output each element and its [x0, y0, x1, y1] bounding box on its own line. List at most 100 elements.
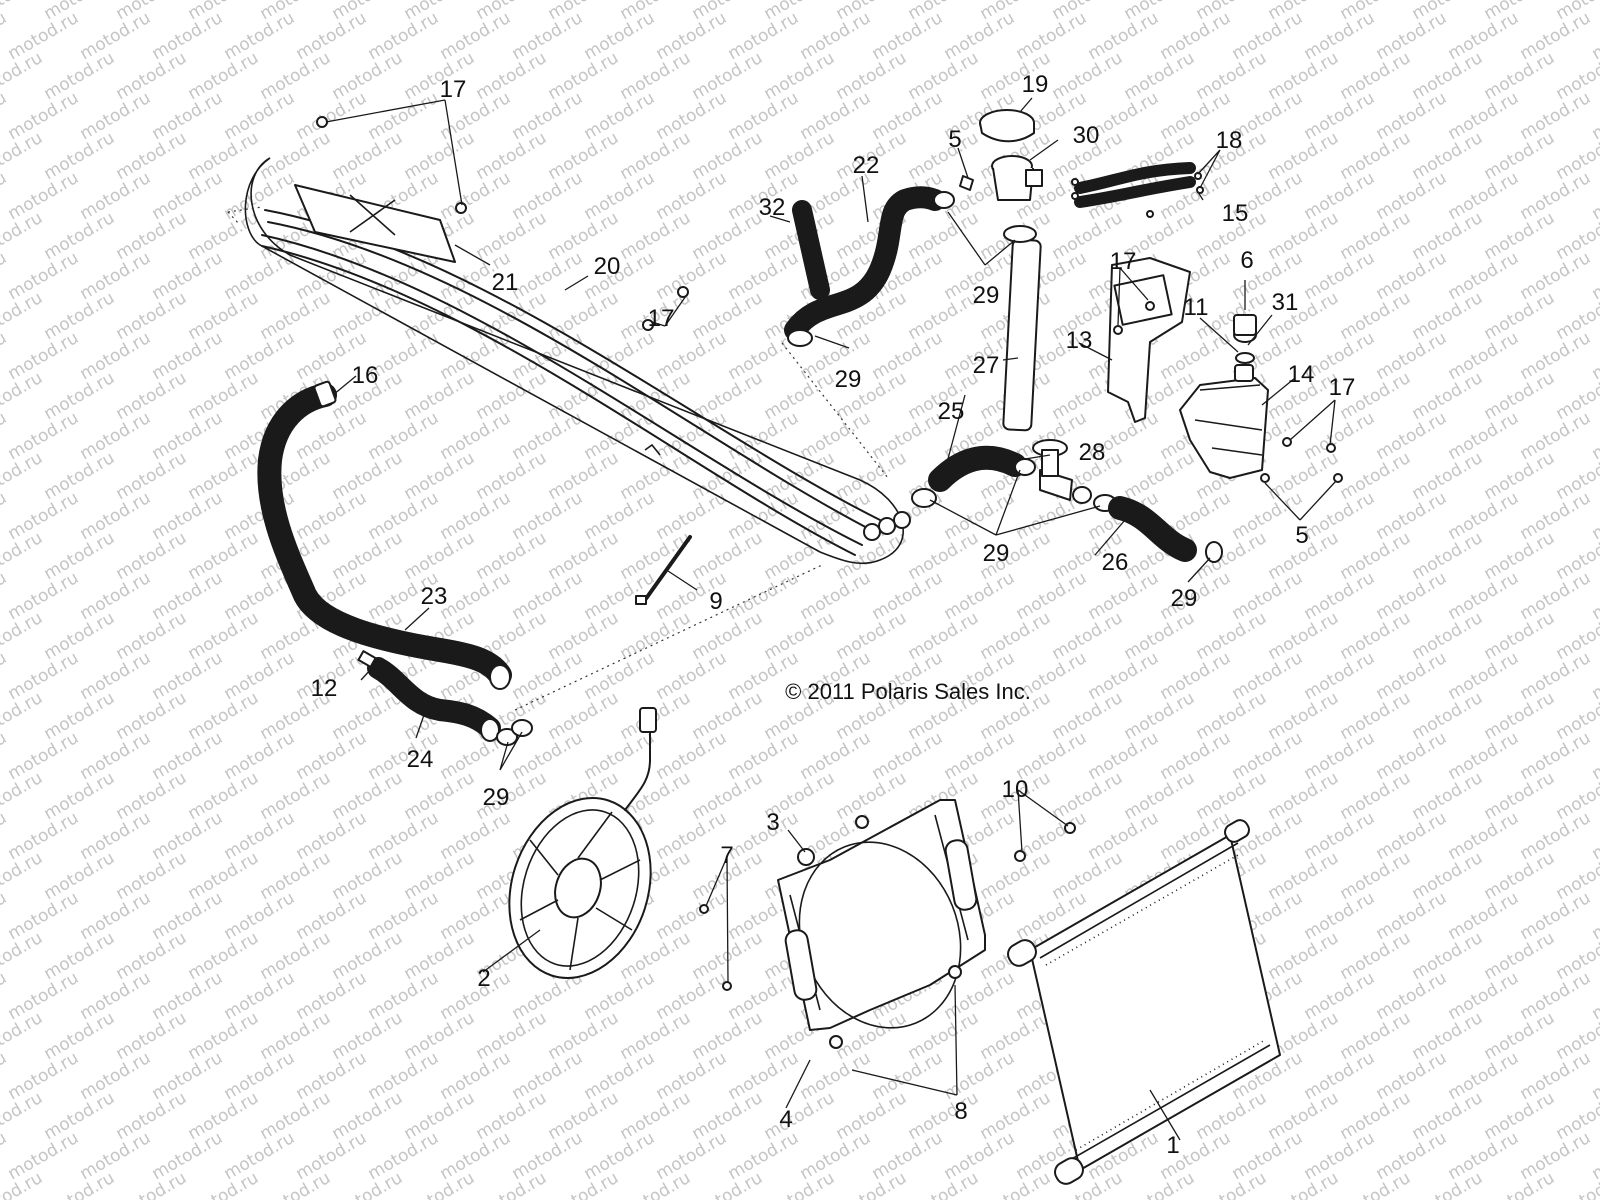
callout-17: 17: [1329, 374, 1356, 401]
watermark-text: motod.ru: [77, 248, 155, 304]
watermark-text: motod.ru: [1337, 928, 1415, 984]
watermark-text: motod.ru: [77, 88, 155, 144]
watermark-text: motod.ru: [1013, 568, 1091, 624]
watermark-text: motod.ru: [1517, 568, 1595, 624]
watermark-text: motod.ru: [5, 88, 83, 144]
watermark-text: motod.ru: [1337, 528, 1415, 584]
callout-17: 17: [648, 305, 675, 332]
watermark-text: motod.ru: [221, 808, 299, 864]
fasteners-5-17: [316, 116, 1343, 483]
watermark-text: motod.ru: [761, 528, 839, 584]
watermark-text: motod.ru: [1157, 8, 1235, 64]
watermark-text: motod.ru: [473, 448, 551, 504]
cable-tie-9: [635, 535, 692, 605]
watermark-text: motod.ru: [41, 128, 119, 184]
watermark-text: motod.ru: [0, 528, 46, 584]
watermark-text: motod.ru: [905, 128, 983, 184]
watermark-text: motod.ru: [113, 688, 191, 744]
watermark-text: motod.ru: [797, 8, 875, 64]
watermark-text: motod.ru: [1481, 608, 1559, 664]
watermark-text: motod.ru: [1337, 768, 1415, 824]
callout-13: 13: [1066, 327, 1093, 354]
watermark-text: motod.ru: [1301, 1128, 1379, 1184]
watermark-text: motod.ru: [869, 328, 947, 384]
watermark-text: motod.ru: [185, 1088, 263, 1144]
callout-5: 5: [1295, 522, 1308, 549]
watermark-text: motod.ru: [185, 688, 263, 744]
watermark-text: motod.ru: [653, 808, 731, 864]
watermark-text: motod.ru: [869, 408, 947, 464]
watermark-text: motod.ru: [5, 328, 83, 384]
hose-25-26-and-tee: [911, 439, 1223, 563]
watermark-text: motod.ru: [5, 1128, 83, 1184]
watermark-text: motod.ru: [1229, 8, 1307, 64]
watermark-text: motod.ru: [1265, 688, 1343, 744]
watermark-text: motod.ru: [1085, 8, 1163, 64]
watermark-text: motod.ru: [1517, 1128, 1595, 1184]
watermark-text: motod.ru: [1481, 688, 1559, 744]
watermark-text: motod.ru: [1481, 528, 1559, 584]
watermark-text: motod.ru: [185, 928, 263, 984]
watermark-text: motod.ru: [257, 128, 335, 184]
watermark-text: motod.ru: [1445, 1048, 1523, 1104]
watermark-text: motod.ru: [941, 1128, 1019, 1184]
watermark-text: motod.ru: [761, 1088, 839, 1144]
watermark-text: motod.ru: [761, 128, 839, 184]
watermark-text: motod.ru: [1517, 808, 1595, 864]
callout-32: 32: [759, 194, 786, 221]
watermark-text: motod.ru: [1409, 368, 1487, 424]
watermark-text: motod.ru: [113, 448, 191, 504]
watermark-text: motod.ru: [653, 1048, 731, 1104]
watermark-text: motod.ru: [149, 968, 227, 1024]
watermark-text: motod.ru: [365, 88, 443, 144]
watermark-text: motod.ru: [869, 8, 947, 64]
watermark-text: motod.ru: [725, 248, 803, 304]
watermark-text: motod.ru: [1481, 368, 1559, 424]
watermark-text: motod.ru: [1157, 648, 1235, 704]
watermark-text: motod.ru: [1409, 1088, 1487, 1144]
watermark-text: motod.ru: [77, 408, 155, 464]
watermark-text: motod.ru: [41, 688, 119, 744]
watermark-text: motod.ru: [545, 688, 623, 744]
watermark-text: motod.ru: [329, 448, 407, 504]
watermark-text: motod.ru: [257, 1008, 335, 1064]
watermark-text: motod.ru: [617, 1008, 695, 1064]
watermark-text: motod.ru: [545, 288, 623, 344]
watermark-text: motod.ru: [1409, 768, 1487, 824]
watermark-text: motod.ru: [1517, 248, 1595, 304]
watermark-text: motod.ru: [1265, 768, 1343, 824]
watermark-text: motod.ru: [221, 1128, 299, 1184]
watermark-text: motod.ru: [581, 88, 659, 144]
watermark-text: motod.ru: [1589, 8, 1600, 64]
watermark-text: motod.ru: [437, 488, 515, 544]
watermark-text: motod.ru: [1301, 88, 1379, 144]
watermark-text: motod.ru: [941, 488, 1019, 544]
watermark-text: motod.ru: [1409, 688, 1487, 744]
watermark-text: motod.ru: [1589, 328, 1600, 384]
watermark-text: motod.ru: [1589, 728, 1600, 784]
watermark-text: motod.ru: [509, 88, 587, 144]
watermark-text: motod.ru: [509, 1128, 587, 1184]
watermark-text: motod.ru: [1301, 488, 1379, 544]
watermark-text: motod.ru: [77, 168, 155, 224]
watermark-text: motod.ru: [1301, 248, 1379, 304]
watermark-text: motod.ru: [257, 48, 335, 104]
watermark-text: motod.ru: [1265, 48, 1343, 104]
watermark-text: motod.ru: [41, 608, 119, 664]
watermark-text: motod.ru: [1373, 328, 1451, 384]
watermark-text: motod.ru: [1517, 408, 1595, 464]
watermark-text: motod.ru: [905, 1008, 983, 1064]
watermark-text: motod.ru: [1157, 328, 1235, 384]
watermark-text: motod.ru: [113, 48, 191, 104]
watermark-text: motod.ru: [1373, 8, 1451, 64]
watermark-text: motod.ru: [293, 1128, 371, 1184]
watermark-text: motod.ru: [1589, 968, 1600, 1024]
leader-lines: [325, 97, 1337, 1141]
watermark-text: motod.ru: [581, 408, 659, 464]
watermark-text: motod.ru: [1229, 1128, 1307, 1184]
watermark-text: motod.ru: [437, 808, 515, 864]
watermark-text: motod.ru: [617, 1088, 695, 1144]
watermark-text: motod.ru: [1265, 608, 1343, 664]
watermark-text: motod.ru: [365, 808, 443, 864]
watermark-text: motod.ru: [725, 568, 803, 624]
